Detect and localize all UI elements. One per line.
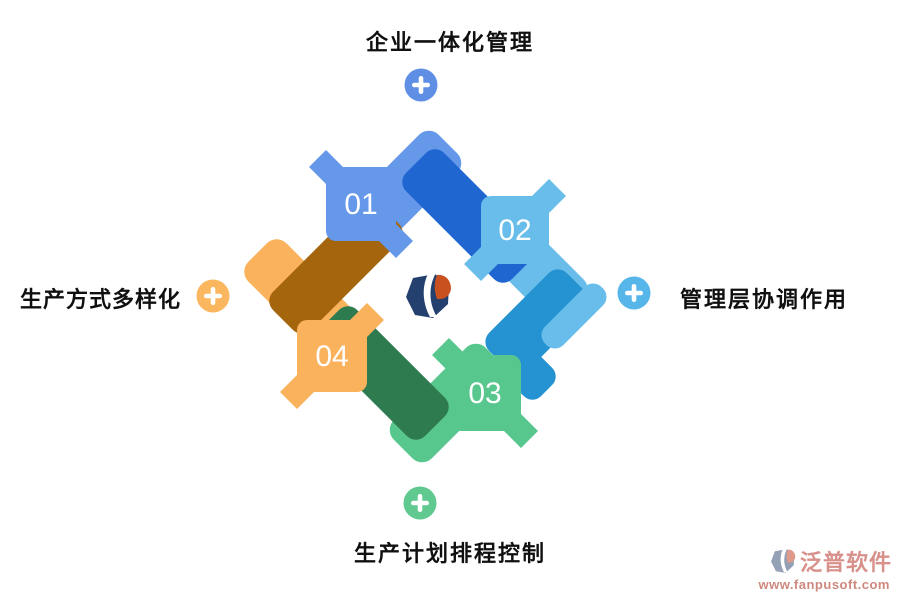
step-label-right: 管理层协调作用 [680,287,849,312]
arrow-02-square [481,196,549,264]
ribbon-02-dark-band [485,269,591,375]
plus-icon[interactable] [404,68,438,102]
center-logo [406,273,451,318]
watermark-url: www.fanpusoft.com [758,577,890,592]
plus-icon[interactable] [196,279,230,313]
step-label-top: 企业一体化管理 [365,30,534,55]
logo-leaf [434,274,451,300]
arrow-03-square [449,355,521,431]
step-label-bottom: 生产计划排程控制 [353,541,546,566]
watermark: 泛普软件 www.fanpusoft.com [692,545,892,592]
step-number-02: 02 [498,214,531,247]
watermark-logo-icon [771,548,796,573]
arrow-01-square [326,167,396,241]
step-label-left: 生产方式多样化 [20,287,182,312]
arrow-04-square [297,320,367,392]
cycle-diagram: 01 02 03 04 [244,130,607,463]
step-number-04: 04 [315,340,348,373]
logo-swoosh [423,273,437,317]
watermark-brand: 泛普软件 [799,550,892,575]
ribbon-02-outer-wrap [541,283,607,349]
step-number-01: 01 [344,188,377,221]
plus-icon[interactable] [617,276,651,310]
plus-icon[interactable] [403,486,437,520]
step-number-03: 03 [468,377,501,410]
